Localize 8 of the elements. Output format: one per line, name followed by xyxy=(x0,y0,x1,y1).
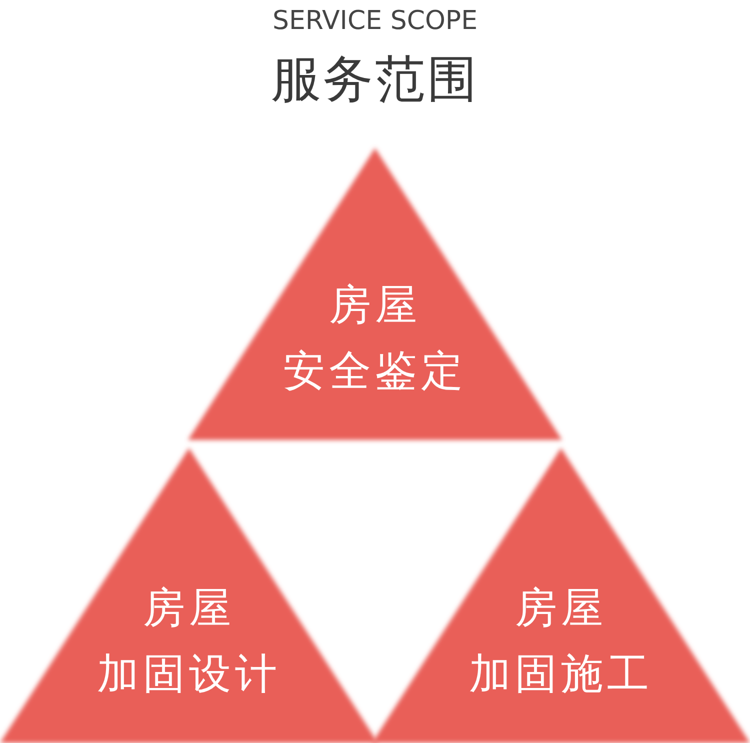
node-label: 房屋 xyxy=(515,582,607,634)
node-label: 房屋 xyxy=(143,582,235,634)
node-label: 房屋 xyxy=(329,279,421,331)
node-label: 加固施工 xyxy=(469,648,653,700)
node-label: 加固设计 xyxy=(97,648,281,700)
title: 服务范围 xyxy=(271,50,479,108)
subtitle-text: SERVICE SCOPE xyxy=(272,6,478,36)
node-label: 安全鉴定 xyxy=(283,345,467,397)
